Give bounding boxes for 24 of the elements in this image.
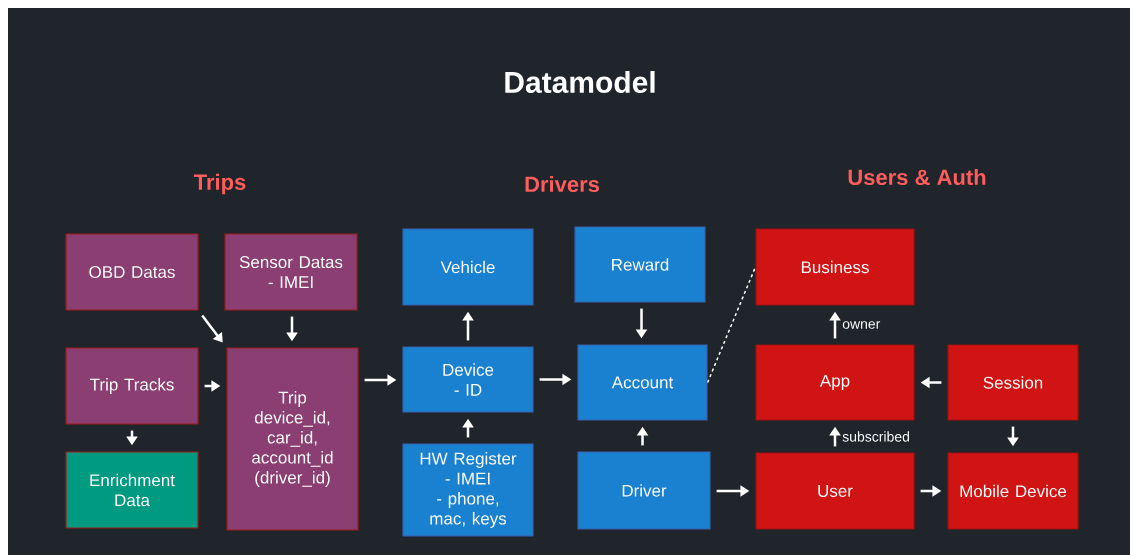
- entity-box: Mobile Device: [947, 452, 1079, 530]
- dashed-line: [706, 266, 757, 384]
- section-heading: Drivers: [525, 175, 599, 193]
- edge-label: owner: [841, 320, 882, 330]
- entity-box: App: [755, 344, 915, 421]
- entity-box: Trip Tracks: [65, 347, 199, 425]
- entity-box: Vehicle: [402, 228, 534, 306]
- entity-box: Driver: [577, 451, 711, 530]
- section-heading: Users & Auth: [848, 168, 986, 186]
- entity-box: Sensor Datas - IMEI: [224, 233, 358, 311]
- entity-box: User: [755, 452, 915, 530]
- entity-box: Session: [947, 344, 1079, 421]
- entity-box: OBD Datas: [65, 233, 199, 311]
- entity-box: Reward: [574, 226, 706, 303]
- entity-box: Device - ID: [402, 346, 534, 413]
- edge-label: subscribed: [841, 430, 911, 443]
- entity-box: Business: [755, 228, 915, 306]
- section-heading: Trips: [193, 173, 246, 195]
- title: Datamodel: [505, 71, 655, 93]
- entity-box: HW Register - IMEI - phone, mac, keys: [402, 443, 534, 537]
- entity-box: Account: [577, 344, 708, 421]
- entity-box: Enrichment Data: [65, 451, 199, 529]
- arrow: [201, 314, 223, 343]
- entity-box: Trip device_id, car_id, account_id (driver_id): [226, 347, 359, 531]
